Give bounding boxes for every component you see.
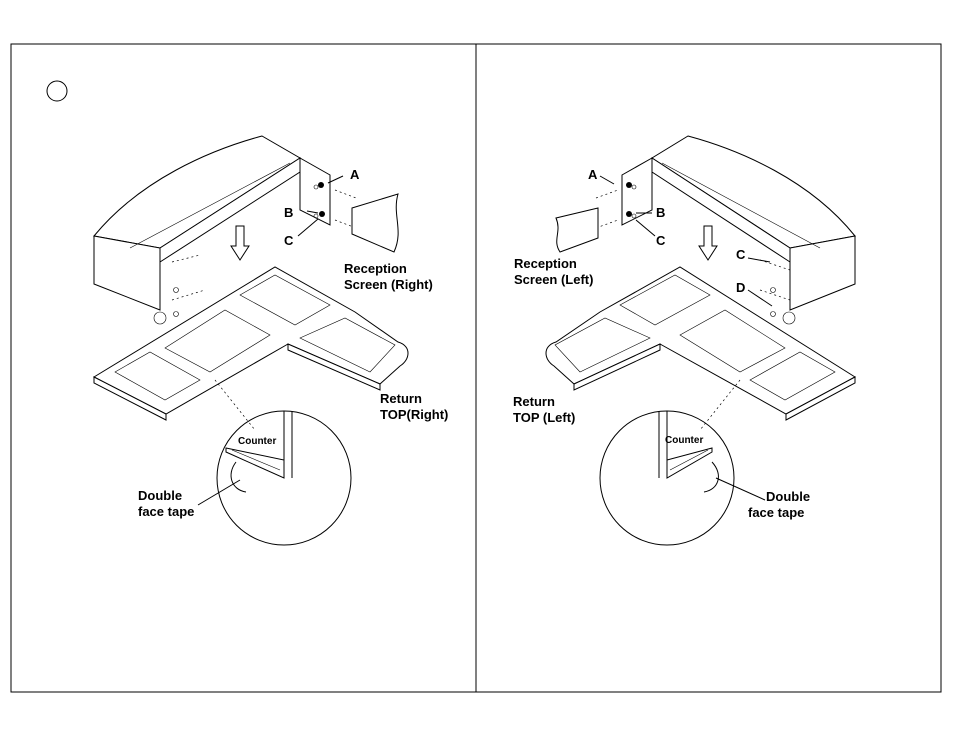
left-down-arrow xyxy=(231,226,249,260)
right-return-title-line2: TOP (Left) xyxy=(513,410,575,425)
right-screen-title-line2: Screen (Left) xyxy=(514,272,593,287)
left-return-title-line1: Return xyxy=(380,391,422,406)
right-return-title-line1: Return xyxy=(513,394,555,409)
left-detail-callout xyxy=(198,411,351,545)
step-number-circle xyxy=(47,81,67,101)
right-reception-screen xyxy=(556,208,598,252)
left-return-title-line2: TOP(Right) xyxy=(380,407,448,422)
right-label-c: C xyxy=(656,233,666,248)
left-counter-label: Counter xyxy=(238,436,276,447)
right-label-a: A xyxy=(588,167,598,182)
right-counter-label: Counter xyxy=(665,435,703,446)
right-screen-title-line1: Reception xyxy=(514,256,577,271)
right-label-b: B xyxy=(656,205,665,220)
right-tape-label-line1: Double xyxy=(766,489,810,504)
left-reception-screen xyxy=(352,194,398,252)
left-label-a: A xyxy=(350,167,360,182)
left-panel-right-assembly: A B C Reception Screen (Right) Return TO… xyxy=(94,136,448,545)
left-screen-title-line1: Reception xyxy=(344,261,407,276)
left-label-c: C xyxy=(284,233,294,248)
left-screen-title-line2: Screen (Right) xyxy=(344,277,433,292)
right-label-c2: C xyxy=(736,247,746,262)
left-tape-label-line1: Double xyxy=(138,488,182,503)
right-down-arrow xyxy=(699,226,717,260)
left-label-b: B xyxy=(284,205,293,220)
right-panel-left-assembly: A B C C D Reception Screen (Left) Return… xyxy=(513,136,855,545)
right-detail-callout xyxy=(600,411,765,545)
left-tape-label-line2: face tape xyxy=(138,504,194,519)
right-label-d: D xyxy=(736,280,745,295)
right-tape-label-line2: face tape xyxy=(748,505,804,520)
